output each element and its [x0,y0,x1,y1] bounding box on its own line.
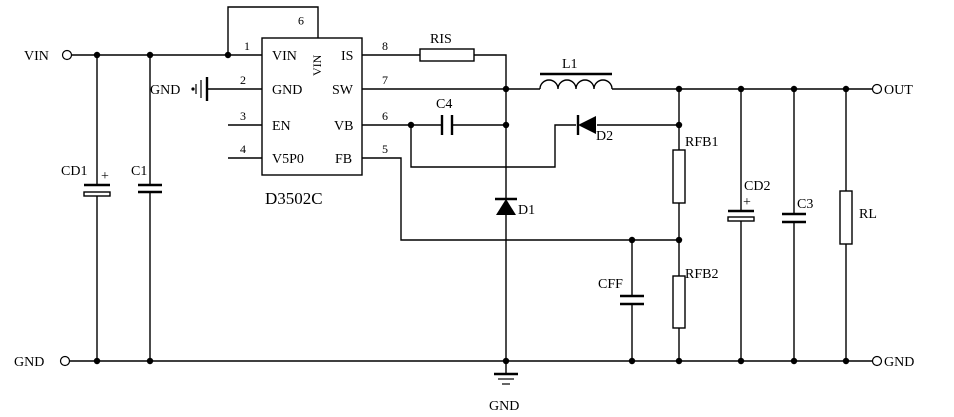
terminal-gnd-left-label: GND [14,355,44,370]
ic-pin-en-name: EN [272,119,291,134]
resistor-rfb1-label: RFB1 [685,135,718,150]
capacitor-cff: CFF [598,277,644,306]
ic-pin-number-7: 7 [382,73,388,87]
ic-d3502c: VIN GND EN V5P0 IS SW VB FB VIN 1 2 3 4 … [240,14,388,208]
ic-pin-v5p0-name: V5P0 [272,152,304,167]
inductor-l1-label: L1 [562,57,578,72]
ground-bottom-label: GND [489,399,519,414]
diode-d2: D2 [576,115,613,144]
ic-pin-number-8: 8 [382,39,388,53]
inductor-l1: L1 [539,57,613,90]
ic-pin-gnd-name: GND [272,83,302,98]
terminal-vin: VIN [24,49,73,64]
ic-pin-number-5: 5 [382,142,388,156]
ground-symbol-pin2: GND [150,77,209,101]
capacitor-c3-label: C3 [797,197,813,212]
ic-pin-number-9: 9 [298,14,304,28]
terminal-out-label: OUT [884,83,913,98]
ic-pin-vb-name: VB [334,119,353,134]
ic-pin-sw-name: SW [332,83,354,98]
resistor-rl: RL [839,190,877,245]
ic-pin-number-6: 6 [382,109,388,123]
junction-dots [93,51,850,365]
capacitor-cd1: + CD1 [61,164,111,197]
terminal-vin-label: VIN [24,49,49,64]
capacitor-cd2-label: CD2 [744,179,770,194]
capacitor-cff-label: CFF [598,277,623,292]
capacitor-cd2: + CD2 [727,179,770,222]
diode-d1: D1 [495,197,535,218]
resistor-ris-label: RIS [430,32,452,47]
ic-part-name: D3502C [265,189,323,208]
ic-pin-vin-name: VIN [272,49,297,64]
capacitor-c3: C3 [782,197,813,224]
capacitor-cd1-plus: + [101,169,109,184]
capacitor-c1: C1 [131,164,162,194]
ground-pin2-label: GND [150,83,180,98]
capacitor-cd1-label: CD1 [61,164,87,179]
resistor-rl-label: RL [859,207,877,222]
ic-pin-number-1: 1 [244,39,250,53]
ic-pin-is-name: IS [341,49,353,64]
resistor-rfb2-label: RFB2 [685,267,718,282]
terminal-gnd-right: GND [871,355,914,370]
capacitor-cd2-plus: + [743,195,751,210]
ic-pin-number-2: 2 [240,73,246,87]
diode-d2-label: D2 [596,129,613,144]
capacitor-c1-label: C1 [131,164,147,179]
ic-pin-vin-vertical-name: VIN [310,54,324,76]
diode-d1-label: D1 [518,203,535,218]
ic-pin-number-3: 3 [240,109,246,123]
resistor-rfb2: RFB2 [672,267,718,329]
terminal-out: OUT [871,83,913,98]
ic-pin-fb-name: FB [335,152,352,167]
terminal-gnd-left: GND [14,355,71,370]
ground-symbol-bottom: GND [489,372,519,414]
capacitor-c4: C4 [436,97,454,135]
ic-pin-number-4: 4 [240,142,246,156]
resistor-ris: RIS [419,32,475,62]
capacitor-c4-label: C4 [436,97,452,112]
terminal-gnd-right-label: GND [884,355,914,370]
resistor-rfb1: RFB1 [672,135,718,204]
